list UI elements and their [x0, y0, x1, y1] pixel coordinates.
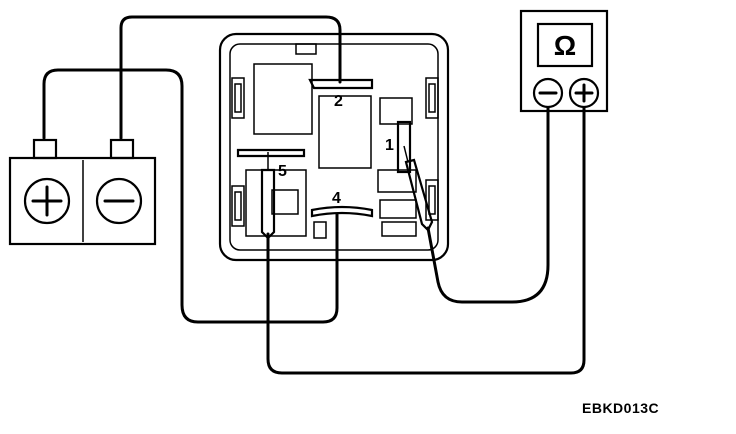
terminal-5-label: 5: [278, 163, 287, 180]
terminal-5: 5: [236, 148, 306, 180]
battery-body: [8, 156, 157, 246]
relay-icon: 2 1 5 4: [218, 32, 450, 262]
wires: [42, 15, 586, 375]
ohmmeter-plus-jack-icon: [568, 77, 600, 109]
ohmmeter-display: [536, 22, 594, 68]
ohmmeter-minus-jack-icon: [532, 77, 564, 109]
battery-plus-terminal-icon: [23, 177, 71, 225]
wire-ohmmeter-minus-to-terminal-1: [426, 106, 550, 304]
ohmmeter-icon: Ω: [519, 9, 609, 113]
wire-battery-negative-to-terminal-2: [119, 15, 342, 140]
wire-ohmmeter-plus-to-terminal-5: [266, 106, 586, 375]
relay-housing-outer: [218, 32, 450, 262]
test-probe-icon: [260, 145, 434, 240]
terminal-4-label: 4: [332, 190, 341, 207]
terminal-2: 2: [308, 78, 374, 110]
terminal-4: 4: [310, 190, 374, 218]
relay-housing-inner: [229, 43, 439, 251]
battery-negative-post: [109, 138, 135, 160]
terminal-1-label: 1: [385, 137, 394, 154]
probe-terminal-1: [404, 158, 434, 232]
battery-positive-post: [32, 138, 58, 160]
terminal-2-label: 2: [334, 93, 343, 110]
ohm-symbol: Ω: [554, 30, 576, 61]
figure-code-caption: EBKD013C: [582, 400, 660, 416]
battery-icon: [8, 138, 157, 246]
probe-terminal-5: [260, 168, 276, 240]
battery-minus-terminal-icon: [95, 177, 143, 225]
terminal-1: 1: [385, 120, 412, 174]
wire-battery-positive-to-terminal-4: [42, 68, 339, 324]
ohmmeter-body: [519, 9, 609, 113]
